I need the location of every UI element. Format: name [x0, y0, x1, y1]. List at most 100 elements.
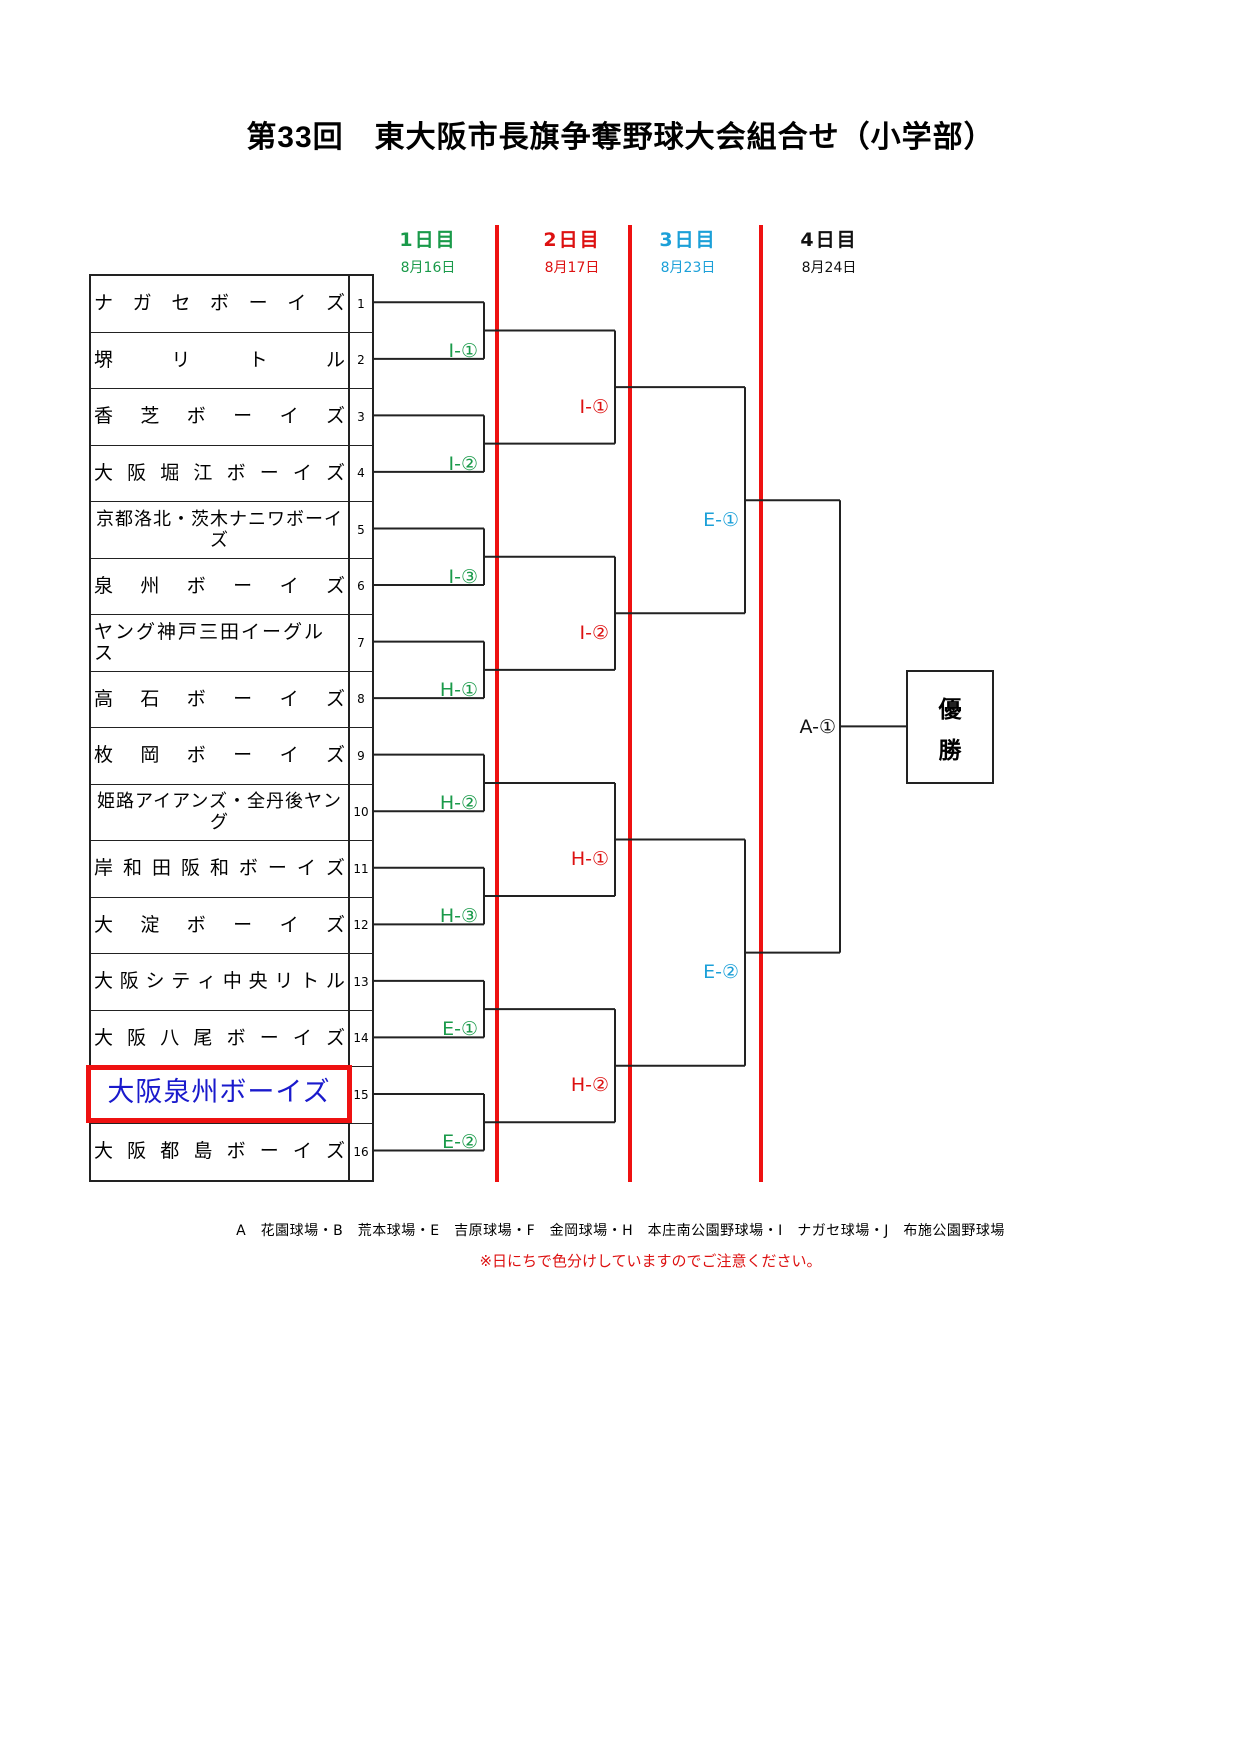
team-name-char: 尾	[193, 1026, 213, 1049]
team-name-char: 阪	[127, 461, 147, 484]
team-name-char: ー	[259, 1140, 279, 1163]
team-name-char: ィ	[197, 970, 217, 993]
team-number: 12	[353, 918, 369, 933]
team-name-char: ル	[325, 970, 345, 993]
day-date: 8月23日	[660, 260, 716, 276]
day-label: 4日目	[800, 229, 858, 251]
day-divider-line	[495, 225, 499, 1182]
team-name-char: イ	[296, 857, 316, 880]
team-name-char: ー	[233, 744, 253, 767]
team-name-char: セ	[171, 292, 191, 315]
team-name-char: ー	[259, 1026, 279, 1049]
day-date: 8月17日	[544, 260, 600, 276]
match-label-r2: H-②	[570, 1074, 609, 1096]
team-name-char: 芝	[140, 405, 160, 428]
day-label: 3日目	[659, 229, 717, 251]
team-number: 3	[357, 409, 365, 424]
team-name-char: ズ	[325, 574, 345, 597]
team-name: 岸和田阪和ボーイズ	[91, 841, 350, 897]
team-name-char: 阪	[127, 1026, 147, 1049]
team-name-char: ー	[233, 405, 253, 428]
team-name: 枚岡ボーイズ	[91, 728, 350, 784]
team-name-char: ズ	[325, 744, 345, 767]
team-name-char: ボ	[238, 857, 258, 880]
page-title: 第33回 東大阪市長旗争奪野球大会組合せ（小学部）	[246, 121, 995, 154]
team-name-char: ボ	[226, 461, 246, 484]
match-label-r2: H-①	[570, 848, 609, 870]
team-number: 11	[353, 861, 369, 876]
match-label-r2: I-①	[579, 396, 610, 418]
team-number: 6	[357, 579, 365, 594]
team-name-char: 石	[140, 687, 160, 710]
team-name-char: ー	[233, 913, 253, 936]
day-divider-line	[628, 225, 632, 1182]
team-name-char: ー	[259, 461, 279, 484]
day-label: 1日目	[399, 229, 457, 251]
team-name: 大阪堀江ボーイズ	[91, 445, 350, 501]
team-name: 大阪八尾ボーイズ	[91, 1010, 350, 1066]
match-label-r1: I-③	[448, 566, 479, 588]
team-name-char: ー	[267, 857, 287, 880]
team-row: 大阪堀江ボーイズ 4	[91, 445, 372, 502]
color-note: ※日にちで色分けしていますのでご注意ください。	[479, 1252, 822, 1270]
team-name-char: リ	[274, 970, 294, 993]
team-name-char: イ	[279, 405, 299, 428]
winner-box: 優 勝	[906, 670, 994, 784]
match-label-r2: I-②	[579, 622, 610, 644]
team-name-char: イ	[279, 687, 299, 710]
team-number: 4	[357, 466, 365, 481]
team-name-char: ガ	[132, 292, 152, 315]
team-name: 大淀ボーイズ	[91, 897, 350, 953]
day-header-3: 3日目 8月23日	[628, 225, 748, 277]
team-name-char: ズ	[325, 405, 345, 428]
team-name-char: ズ	[325, 1140, 345, 1163]
team-number: 7	[357, 635, 365, 650]
team-name-char: ル	[325, 348, 345, 371]
team-name: 大阪都島ボーイズ	[91, 1123, 350, 1180]
winner-char: 優	[938, 696, 962, 723]
team-name-char: 枚	[94, 744, 114, 767]
team-name-char: 州	[140, 574, 160, 597]
team-name-char: イ	[292, 461, 312, 484]
team-name: 泉州ボーイズ	[91, 558, 350, 614]
team-name-char: ー	[248, 292, 268, 315]
team-name: 堺リトル	[91, 332, 350, 388]
team-name-char: ト	[248, 348, 268, 371]
team-name-char: イ	[292, 1026, 312, 1049]
team-name: 大阪シティ中央リトル	[91, 954, 350, 1010]
team-name-char: ズ	[325, 857, 345, 880]
team-name-char: 都	[160, 1140, 180, 1163]
team-number: 10	[353, 805, 369, 820]
team-name-char: ー	[233, 574, 253, 597]
team-name-char: 大	[94, 1026, 114, 1049]
day-header-2: 2日目 8月17日	[512, 225, 632, 277]
team-name-char: 高	[94, 687, 114, 710]
team-name-char: イ	[279, 744, 299, 767]
team-name-char: ナ	[94, 292, 114, 315]
team-name: ヤング神戸三田イーグルス	[91, 615, 350, 671]
day-header-1: 1日目 8月16日	[368, 225, 488, 277]
team-name-char: イ	[292, 1140, 312, 1163]
match-label-r1: I-②	[448, 453, 479, 475]
team-name-char: ボ	[186, 574, 206, 597]
team-name-char: 阪	[180, 857, 200, 880]
team-name-char: 堀	[160, 461, 180, 484]
highlighted-team-name: 大阪泉州ボーイズ	[107, 1077, 331, 1108]
team-name: 高石ボーイズ	[91, 671, 350, 727]
team-name-char: 大	[94, 913, 114, 936]
team-name: 姫路アイアンズ・全丹後ヤング	[91, 784, 350, 840]
team-name-char: 和	[122, 857, 142, 880]
day-header-4: 4日目 8月24日	[769, 225, 889, 277]
team-name-char: ボ	[186, 405, 206, 428]
